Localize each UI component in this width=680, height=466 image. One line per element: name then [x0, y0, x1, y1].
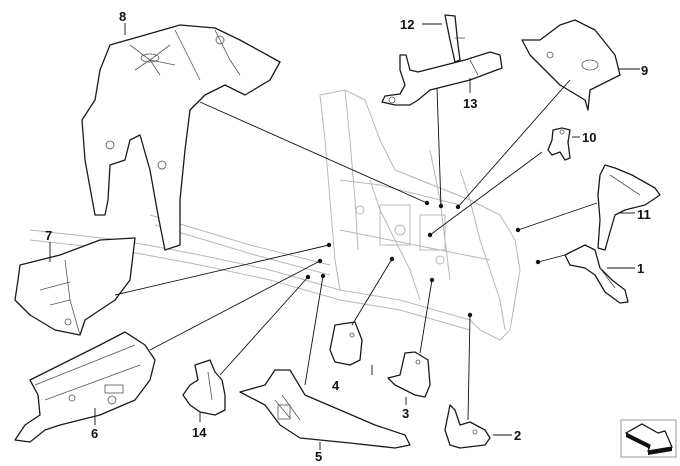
part-7[interactable] [14, 237, 136, 336]
callout-9[interactable]: 9 [641, 63, 648, 78]
part-10[interactable] [547, 127, 571, 161]
callout-11[interactable]: 11 [637, 207, 651, 222]
part-14[interactable] [182, 359, 226, 416]
callout-labels: 8 12 13 9 10 11 1 7 6 14 5 4 3 2 [45, 9, 651, 464]
callout-4[interactable]: 4 [332, 378, 340, 393]
part-8[interactable] [81, 24, 281, 251]
callout-10[interactable]: 10 [582, 130, 596, 145]
callout-1[interactable]: 1 [637, 261, 644, 276]
callout-8[interactable]: 8 [119, 9, 126, 24]
arrow-icon[interactable] [620, 419, 677, 458]
callout-5[interactable]: 5 [315, 449, 322, 464]
callout-12[interactable]: 12 [400, 17, 414, 32]
part-13[interactable] [381, 51, 503, 106]
callout-14[interactable]: 14 [192, 425, 207, 440]
part-2[interactable] [444, 404, 491, 449]
callout-6[interactable]: 6 [91, 426, 98, 441]
leader-lines [49, 23, 640, 450]
callout-13[interactable]: 13 [463, 96, 477, 111]
part-3[interactable] [387, 351, 431, 398]
part-9[interactable] [521, 19, 621, 111]
callout-7[interactable]: 7 [45, 228, 52, 243]
part-5[interactable] [239, 369, 411, 449]
callout-2[interactable]: 2 [514, 428, 521, 443]
callout-3[interactable]: 3 [402, 406, 409, 421]
part-1[interactable] [564, 244, 629, 304]
part-11[interactable] [597, 164, 661, 251]
part-6[interactable] [14, 331, 156, 443]
part-12[interactable] [444, 14, 465, 63]
part-4[interactable] [329, 321, 363, 366]
